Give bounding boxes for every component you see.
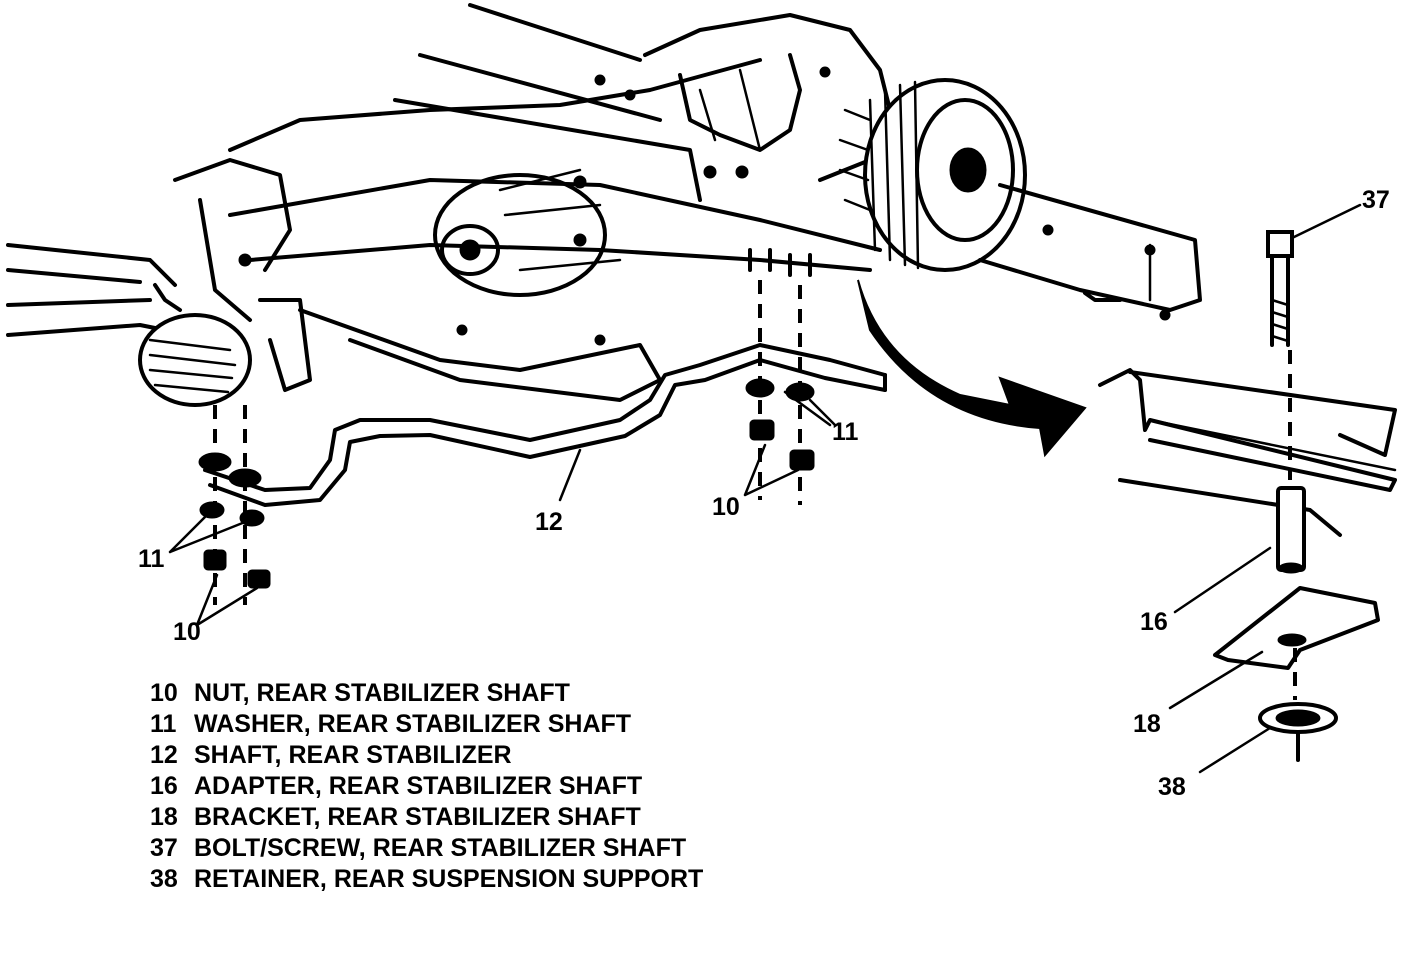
callout-37: 37 bbox=[1362, 186, 1390, 214]
legend-description: BOLT/SCREW, REAR STABILIZER SHAFT bbox=[194, 834, 687, 862]
bracket-detail-drawing bbox=[1098, 230, 1397, 762]
leader-lines bbox=[168, 203, 1362, 774]
callout-11-right: 11 bbox=[832, 418, 859, 446]
legend-description: BRACKET, REAR STABILIZER SHAFT bbox=[194, 803, 641, 831]
legend-item: 10 NUT, REAR STABILIZER SHAFT bbox=[150, 678, 703, 709]
callout-labels: 37 11 10 12 11 10 16 18 38 bbox=[138, 186, 1390, 801]
legend-description: RETAINER, REAR SUSPENSION SUPPORT bbox=[194, 865, 704, 893]
legend-description: ADAPTER, REAR STABILIZER SHAFT bbox=[194, 772, 643, 800]
legend-number: 38 bbox=[150, 865, 178, 893]
callout-16: 16 bbox=[1140, 608, 1168, 636]
legend-item: 18 BRACKET, REAR STABILIZER SHAFT bbox=[150, 802, 703, 833]
legend-item: 11 WASHER, REAR STABILIZER SHAFT bbox=[150, 709, 703, 740]
callout-38: 38 bbox=[1158, 773, 1186, 801]
right-link-hardware bbox=[745, 280, 815, 505]
legend-description: SHAFT, REAR STABILIZER bbox=[194, 741, 512, 769]
legend-number: 37 bbox=[150, 834, 178, 862]
legend-item: 12 SHAFT, REAR STABILIZER bbox=[150, 740, 703, 771]
callout-10-right: 10 bbox=[712, 493, 740, 521]
callout-12: 12 bbox=[535, 508, 563, 536]
stabilizer-shaft-drawing bbox=[203, 343, 887, 507]
legend-number: 18 bbox=[150, 803, 178, 831]
legend-number: 16 bbox=[150, 772, 178, 800]
rear-axle-frame-drawing bbox=[6, 3, 1202, 407]
callout-11-left: 11 bbox=[138, 545, 165, 573]
legend-item: 37 BOLT/SCREW, REAR STABILIZER SHAFT bbox=[150, 833, 703, 864]
legend-description: WASHER, REAR STABILIZER SHAFT bbox=[194, 710, 632, 738]
legend-description: NUT, REAR STABILIZER SHAFT bbox=[194, 679, 570, 707]
detail-view-arrow bbox=[857, 279, 1087, 458]
legend-item: 38 RETAINER, REAR SUSPENSION SUPPORT bbox=[150, 864, 703, 895]
legend-number: 11 bbox=[150, 710, 177, 738]
callout-10-left: 10 bbox=[173, 618, 201, 646]
legend-number: 10 bbox=[150, 679, 178, 707]
parts-legend: 10 NUT, REAR STABILIZER SHAFT 11 WASHER, R… bbox=[150, 678, 703, 895]
legend-number: 12 bbox=[150, 741, 178, 769]
left-link-hardware bbox=[198, 405, 271, 605]
legend-item: 16 ADAPTER, REAR STABILIZER SHAFT bbox=[150, 771, 703, 802]
callout-18: 18 bbox=[1133, 710, 1161, 738]
